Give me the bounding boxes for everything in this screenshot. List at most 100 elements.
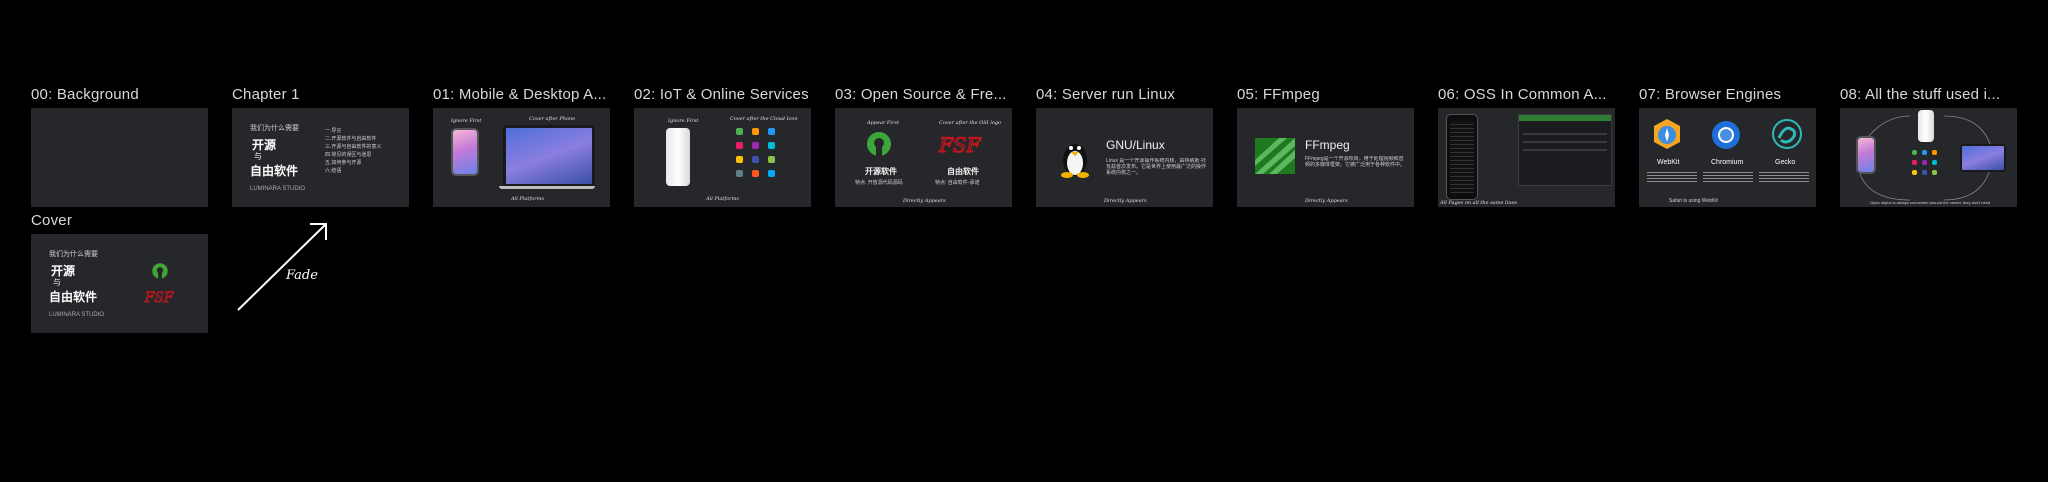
frame-label[interactable]: 06: OSS In Common A... (1438, 86, 1607, 103)
subtitle-text: 特点: 开放源代码源码 (855, 180, 903, 186)
app-icon (752, 156, 759, 163)
frame-label[interactable]: 02: IoT & Online Services (634, 86, 809, 103)
title-text: 开源 (51, 264, 76, 278)
app-icon (1932, 160, 1937, 165)
ffmpeg-logo-icon (1255, 138, 1295, 174)
caption: Open object is always connected around t… (1870, 200, 1991, 205)
fsf-logo-icon: FSF (143, 289, 174, 306)
caption: Cover after the Cloud Icon (730, 116, 798, 122)
tux-penguin-icon (1061, 144, 1089, 178)
caption: Ignore First (668, 118, 699, 124)
caption: Ignore First (451, 118, 482, 124)
frame-label[interactable]: 01: Mobile & Desktop A... (433, 86, 607, 103)
app-icon (1922, 170, 1927, 175)
frame-label[interactable]: Chapter 1 (232, 86, 300, 103)
caption: Safari is using WebKit (1669, 198, 1718, 204)
app-icon (736, 142, 743, 149)
phone-screenshot (1446, 114, 1478, 200)
app-icon (768, 128, 775, 135)
title-text: 自由软件 (49, 290, 98, 304)
app-icon (736, 128, 743, 135)
frame-thumbnail[interactable]: Open object is always connected around t… (1840, 108, 2017, 207)
smart-speaker-image (666, 128, 690, 186)
title-text: 开源 (252, 138, 277, 152)
toc-item: 六.结语 (325, 168, 342, 174)
caption: All Pages on all the same lines (1440, 200, 1517, 206)
title-text: GNU/Linux (1106, 138, 1165, 152)
caption: Appear First (867, 120, 899, 126)
caption: All Platforms (511, 196, 544, 202)
frame-thumbnail[interactable]: FFmpeg FFmpeg是一个开源项目，用于处理视频和音频的多媒体框架。它被广… (1237, 108, 1414, 207)
app-icon (1922, 160, 1927, 165)
webkit-logo-icon (1654, 119, 1680, 149)
studio-text: LUMINARA STUDIO (49, 312, 105, 318)
frame-thumbnail[interactable]: Appear First Cover after the OSI logo FS… (835, 108, 1012, 207)
toc-item: 五.如何参与开源 (325, 160, 362, 166)
app-icon (736, 156, 743, 163)
engine-description (1703, 170, 1753, 184)
frame-thumbnail[interactable] (31, 108, 208, 207)
app-icon (1932, 170, 1937, 175)
engine-description (1759, 170, 1809, 184)
caption: Cover after Phone (529, 116, 576, 122)
frame-label[interactable]: 05: FFmpeg (1237, 86, 1320, 103)
app-icon (1932, 150, 1937, 155)
frame-thumbnail[interactable]: 我们为什么需要 开源 与 自由软件 LUMINARA STUDIO FSF (31, 234, 208, 333)
toc-item: 一.导言 (325, 128, 342, 134)
app-icon (768, 142, 775, 149)
app-icon (752, 170, 759, 177)
body-text: FFmpeg是一个开源项目，用于处理视频和音频的多媒体框架。它被广泛用于各种软件… (1305, 156, 1405, 168)
app-icon (1912, 150, 1917, 155)
app-icon (768, 156, 775, 163)
osi-logo-icon (152, 263, 168, 280)
title-text: 与 (53, 278, 61, 287)
frame-thumbnail[interactable]: 我们为什么需要 开源 与 自由软件 LUMINARA STUDIO 一.导言 二… (232, 108, 409, 207)
engine-description (1647, 170, 1697, 184)
title-text: 与 (254, 152, 262, 161)
frame-label[interactable]: 04: Server run Linux (1036, 86, 1176, 103)
question-text: 我们为什么需要 (250, 125, 299, 132)
caption: Directly Appears (1305, 198, 1348, 204)
toc-item: 二.开源软件与自由软件 (325, 136, 377, 142)
gecko-logo-icon (1772, 119, 1802, 149)
engine-label: WebKit (1657, 159, 1680, 166)
fsf-logo-icon: FSF (937, 132, 982, 157)
app-icon (1922, 150, 1927, 155)
engine-label: Gecko (1775, 159, 1796, 166)
frame-thumbnail[interactable]: Ignore First Cover after the Cloud Icon … (634, 108, 811, 207)
frame-thumbnail[interactable]: WebKit Chromium Gecko Safari is using We… (1639, 108, 1816, 207)
frame-thumbnail[interactable]: All Pages on all the same lines (1438, 108, 1615, 207)
title-text: 开源软件 (865, 167, 897, 176)
engine-label: Chromium (1711, 159, 1744, 166)
title-text: 自由软件 (947, 167, 979, 176)
toc-item: 四.常见的误区与迷思 (325, 152, 372, 158)
frame-label[interactable]: Cover (31, 212, 73, 229)
frame-label[interactable]: 00: Background (31, 86, 139, 103)
title-text: FFmpeg (1305, 138, 1350, 152)
question-text: 我们为什么需要 (49, 251, 98, 258)
app-icon (736, 170, 743, 177)
caption: Directly Appears (1104, 198, 1147, 204)
transition-label: Fade (286, 268, 318, 283)
prototype-connection-arrow[interactable] (234, 218, 334, 318)
app-icon (752, 128, 759, 135)
toc-item: 三.开源与自由软件的意义 (325, 144, 382, 150)
frame-label[interactable]: 03: Open Source & Fre... (835, 86, 1007, 103)
app-icon (1912, 170, 1917, 175)
frame-label[interactable]: 07: Browser Engines (1639, 86, 1782, 103)
phone-image (1856, 136, 1876, 174)
laptop-base (499, 186, 595, 189)
app-icon (752, 142, 759, 149)
caption: Directly Appears (903, 198, 946, 204)
osi-logo-icon (867, 132, 891, 157)
frame-thumbnail[interactable]: Ignore First Cover after Phone All Platf… (433, 108, 610, 207)
svg-text:FSF: FSF (938, 133, 982, 157)
frame-thumbnail[interactable]: GNU/Linux Linux 是一个开源操作系统内核，由林纳斯·托瓦兹首次发布… (1036, 108, 1213, 207)
caption: Cover after the OSI logo (939, 120, 1002, 126)
caption: All Platforms (706, 196, 739, 202)
phone-image (451, 128, 479, 176)
studio-text: LUMINARA STUDIO (250, 186, 306, 192)
frame-label[interactable]: 08: All the stuff used i... (1840, 86, 2001, 103)
laptop-image (1960, 144, 2006, 172)
